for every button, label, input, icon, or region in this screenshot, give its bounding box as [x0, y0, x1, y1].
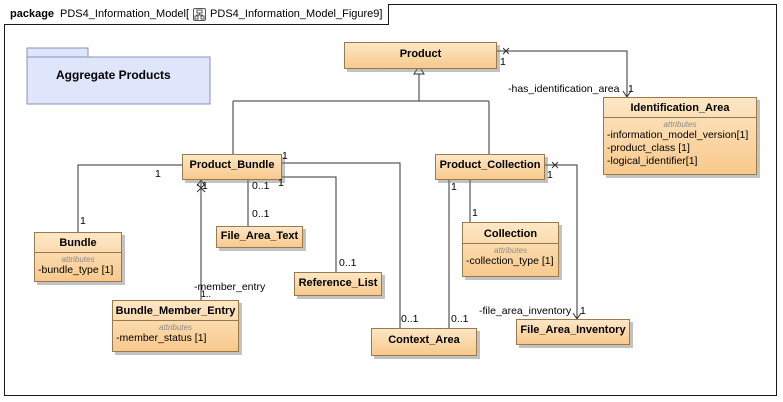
generalization-trunk: [232, 74, 490, 154]
class-identification-area[interactable]: Identification_Area attributes -informat…: [603, 97, 757, 175]
attribute: -collection_type [1]: [466, 255, 554, 267]
class-file-area-inventory-name: File_Area_Inventory: [520, 324, 626, 336]
role-label: -member_entry: [194, 281, 266, 293]
class-collection-name: Collection: [483, 228, 538, 240]
class-bundle-member-entry[interactable]: Bundle_Member_Entry attributes -member_s…: [112, 300, 239, 352]
compartment-divider: [604, 117, 756, 118]
class-reference-list-name: Reference_List: [298, 277, 378, 289]
attributes-stereotype: attributes: [61, 255, 95, 264]
multiplicity-label: 0..1: [401, 313, 419, 325]
multiplicity-label: 0..1: [252, 180, 270, 192]
attribute: -information_model_version[1]: [607, 129, 749, 141]
edge-pb-bundle: [77, 164, 182, 232]
class-file-area-text[interactable]: File_Area_Text: [216, 226, 303, 248]
edge-pc-fai-x: [551, 161, 559, 169]
package-keyword: package: [10, 8, 55, 20]
multiplicity-label: 1: [472, 207, 478, 219]
attributes-stereotype: attributes: [663, 120, 697, 129]
edge-pb-ref: [276, 176, 337, 272]
compartment-divider: [113, 320, 238, 321]
class-identification-area-name: Identification_Area: [630, 102, 730, 114]
diagram-icon: [193, 7, 207, 21]
package-note-shape: [26, 47, 211, 105]
attribute: -logical_identifier[1]: [607, 155, 698, 167]
multiplicity-label: 1: [202, 180, 208, 192]
multiplicity-label: 0..1: [339, 257, 357, 269]
class-bundle-name: Bundle: [59, 237, 97, 249]
class-product-bundle-name: Product_Bundle: [189, 159, 275, 171]
class-product-bundle[interactable]: Product_Bundle: [182, 154, 282, 180]
class-context-area-name: Context_Area: [388, 334, 460, 346]
role-label: -file_area_inventory: [479, 305, 572, 317]
class-reference-list[interactable]: Reference_List: [294, 272, 382, 296]
package-name: PDS4_Information_Model[: [60, 8, 190, 20]
package-tab: package PDS4_Information_Model[ PDS4_Inf…: [4, 4, 390, 25]
multiplicity-label: 1: [500, 56, 506, 68]
class-file-area-inventory[interactable]: File_Area_Inventory: [516, 319, 630, 345]
package-note-label: Aggregate Products: [56, 68, 171, 82]
class-context-area[interactable]: Context_Area: [371, 328, 477, 356]
multiplicity-label: 1: [451, 181, 457, 193]
class-collection[interactable]: Collection attributes -collection_type […: [462, 222, 559, 277]
multiplicity-label: 1: [278, 177, 284, 189]
attributes-stereotype: attributes: [159, 323, 192, 332]
class-bundle[interactable]: Bundle attributes -bundle_type [1]: [34, 232, 122, 282]
multiplicity-label: 0..1: [252, 208, 270, 220]
multiplicity-label: 1: [155, 168, 161, 180]
class-file-area-text-name: File_Area_Text: [220, 230, 299, 242]
multiplicity-label: 1: [580, 305, 586, 317]
attribute: -product_class [1]: [607, 142, 690, 154]
multiplicity-label: 0..1: [451, 313, 469, 325]
attribute: -bundle_type [1]: [38, 264, 114, 276]
generalization-triangle: [413, 65, 425, 75]
attribute: -member_status [1]: [116, 332, 207, 344]
class-product[interactable]: Product: [344, 42, 497, 69]
compartment-divider: [463, 243, 558, 244]
multiplicity-label: 1..: [201, 289, 212, 299]
compartment-divider: [35, 252, 121, 253]
multiplicity-label: 1: [547, 169, 553, 181]
class-bundle-member-entry-name: Bundle_Member_Entry: [115, 305, 236, 317]
edge-pb-member-arrow: [196, 179, 206, 193]
attributes-stereotype: attributes: [494, 246, 527, 255]
diagram-name: PDS4_Information_Model_Figure9]: [210, 8, 383, 20]
class-product-collection[interactable]: Product_Collection: [435, 154, 545, 180]
role-label: -has_identification_area: [508, 83, 620, 95]
multiplicity-label: 1: [80, 215, 86, 227]
multiplicity-label: 1: [628, 83, 634, 95]
edge-product-identification: [497, 50, 628, 97]
multiplicity-label: 1: [282, 150, 288, 162]
class-product-collection-name: Product_Collection: [439, 159, 541, 171]
edge-product-identification-x: [502, 47, 510, 55]
edge-pb-ctx: [282, 162, 401, 328]
class-product-name: Product: [399, 48, 442, 60]
